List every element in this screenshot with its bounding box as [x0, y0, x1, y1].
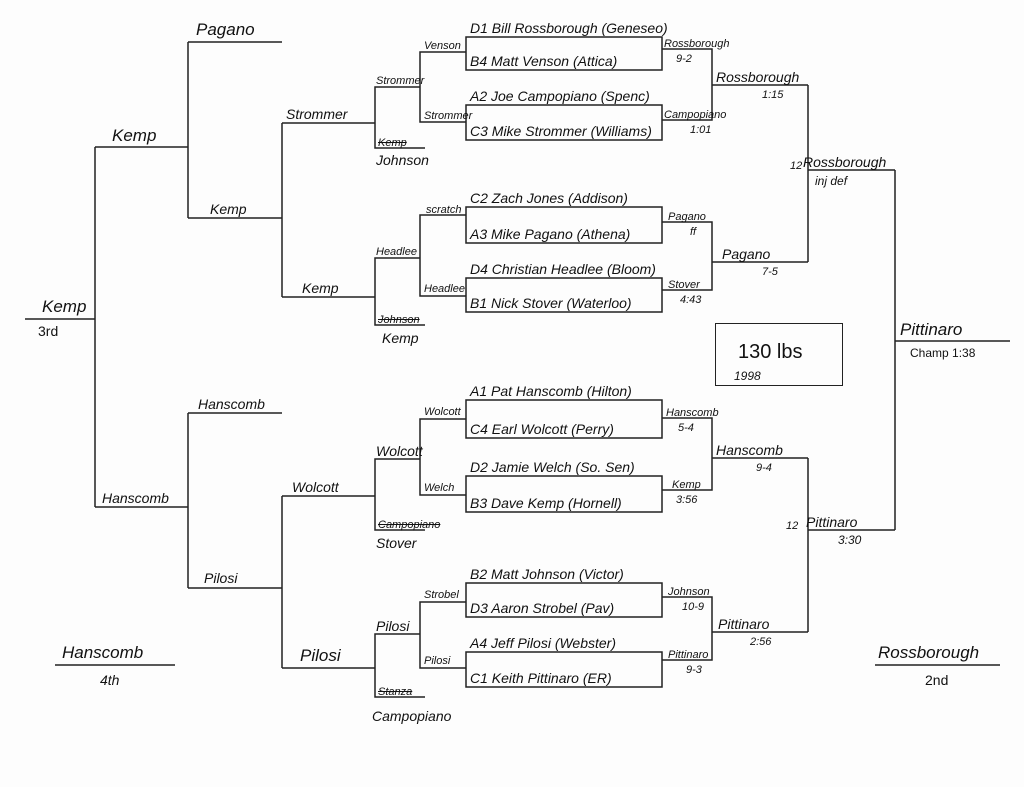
wrestler-entry: B4 Matt Venson (Attica): [470, 53, 618, 69]
wrestler-entry: C4 Earl Wolcott (Perry): [470, 421, 614, 437]
replacement-name: Johnson: [376, 152, 429, 168]
match-result: 1:15: [762, 89, 784, 101]
second-place-name: Rossborough: [878, 643, 980, 662]
match-result: 9-3: [686, 664, 702, 676]
consolation-entry: Pilosi: [424, 655, 451, 667]
fourth-place-label: 4th: [100, 672, 120, 688]
wrestler-entry: B3 Dave Kemp (Hornell): [470, 495, 622, 511]
match-winner: Stover: [668, 279, 700, 291]
wrestler-entry: A4 Jeff Pilosi (Webster): [470, 635, 617, 651]
weight-label: 130 lbs: [738, 341, 803, 363]
consolation-entry: Pilosi: [204, 570, 238, 586]
third-place-label: 3rd: [38, 323, 59, 339]
match-result: 7-5: [762, 266, 778, 278]
champion-result: Champ 1:38: [910, 346, 976, 360]
wrestler-entry: B2 Matt Johnson (Victor): [470, 566, 624, 582]
match-winner: Pittinaro: [718, 616, 770, 632]
match-winner: Rossborough: [803, 154, 887, 170]
match-result: 3:30: [838, 533, 862, 547]
third-place-name: Kemp: [42, 297, 87, 316]
seed-number: 12: [790, 160, 803, 172]
crossed-out-name: Campopiano: [378, 519, 441, 531]
match-result: 4:43: [680, 294, 702, 306]
wrestler-entry: B1 Nick Stover (Waterloo): [470, 295, 632, 311]
consolation-semi-winner: Hanscomb: [102, 490, 169, 506]
consolation-entry: Wolcott: [424, 406, 461, 418]
year-label: 1998: [734, 369, 761, 383]
seed-number: 12: [786, 520, 799, 532]
consolation-entry: Welch: [424, 482, 455, 494]
wrestler-entry: A1 Pat Hanscomb (Hilton): [470, 383, 632, 399]
wrestler-entry: D3 Aaron Strobel (Pav): [470, 600, 615, 616]
replacement-name: Kemp: [382, 330, 419, 346]
fourth-place-name: Hanscomb: [62, 643, 144, 662]
match-result: ff: [690, 226, 697, 238]
consolation-entry: Pagano: [196, 20, 255, 39]
consolation-winner: Strommer: [286, 106, 348, 122]
wrestler-entry: C2 Zach Jones (Addison): [470, 190, 628, 206]
consolation-winner: Kemp: [210, 201, 247, 217]
crossed-out-name: Kemp: [378, 137, 407, 149]
match-result: 1:01: [690, 124, 712, 136]
weight-class-box: 130 lbs 1998: [715, 323, 843, 386]
second-place-label: 2nd: [925, 672, 949, 688]
match-winner: Johnson: [668, 586, 710, 598]
wrestler-entry: A2 Joe Campopiano (Spenc): [470, 88, 650, 104]
consolation-entry: Strobel: [424, 589, 459, 601]
match-result: 5-4: [678, 422, 694, 434]
match-winner: Rossborough: [716, 69, 800, 85]
consolation-winner: Kemp: [302, 280, 339, 296]
match-winner: Kemp: [672, 479, 701, 491]
wrestler-entry: D1 Bill Rossborough (Geneseo): [470, 20, 668, 36]
consolation-entry: Hanscomb: [198, 396, 265, 412]
match-winner: Pagano: [668, 211, 706, 223]
consolation-entry: Headlee: [424, 283, 465, 295]
match-winner: Campopiano: [664, 109, 727, 121]
replacement-name: Campopiano: [372, 708, 452, 724]
match-winner: Pittinaro: [806, 514, 858, 530]
match-result: 9-4: [756, 462, 772, 474]
wrestler-entry: A3 Mike Pagano (Athena): [470, 226, 631, 242]
wrestler-entry: D4 Christian Headlee (Bloom): [470, 261, 656, 277]
crossed-out-name: Johnson: [378, 314, 420, 326]
match-winner: Pagano: [722, 246, 771, 262]
match-winner: Hanscomb: [666, 407, 719, 419]
crossed-out-name: Stanza: [378, 686, 413, 698]
match-result: 10-9: [682, 601, 705, 613]
consolation-entry: Strommer: [424, 110, 473, 122]
match-result: 2:56: [750, 636, 772, 648]
consolation-winner: Wolcott: [376, 443, 423, 459]
replacement-name: Stover: [376, 535, 417, 551]
consolation-winner: Headlee: [376, 246, 417, 258]
wrestler-entry: C3 Mike Strommer (Williams): [470, 123, 652, 139]
champion-name: Pittinaro: [900, 320, 963, 339]
match-result: 9-2: [676, 53, 692, 65]
match-winner: Rossborough: [664, 38, 730, 50]
match-result: 3:56: [676, 494, 698, 506]
consolation-entry: Venson: [424, 40, 461, 52]
consolation-entry: scratch: [426, 204, 462, 216]
match-winner: Pittinaro: [668, 649, 709, 661]
consolation-winner: Wolcott: [292, 479, 339, 495]
match-winner: Hanscomb: [716, 442, 783, 458]
consolation-winner: Pilosi: [376, 618, 410, 634]
wrestler-entry: C1 Keith Pittinaro (ER): [470, 670, 612, 686]
consolation-winner: Pilosi: [300, 646, 341, 665]
consolation-semi-winner: Kemp: [112, 126, 157, 145]
consolation-winner: Strommer: [376, 75, 425, 87]
match-result: inj def: [815, 174, 848, 188]
wrestler-entry: D2 Jamie Welch (So. Sen): [470, 459, 635, 475]
